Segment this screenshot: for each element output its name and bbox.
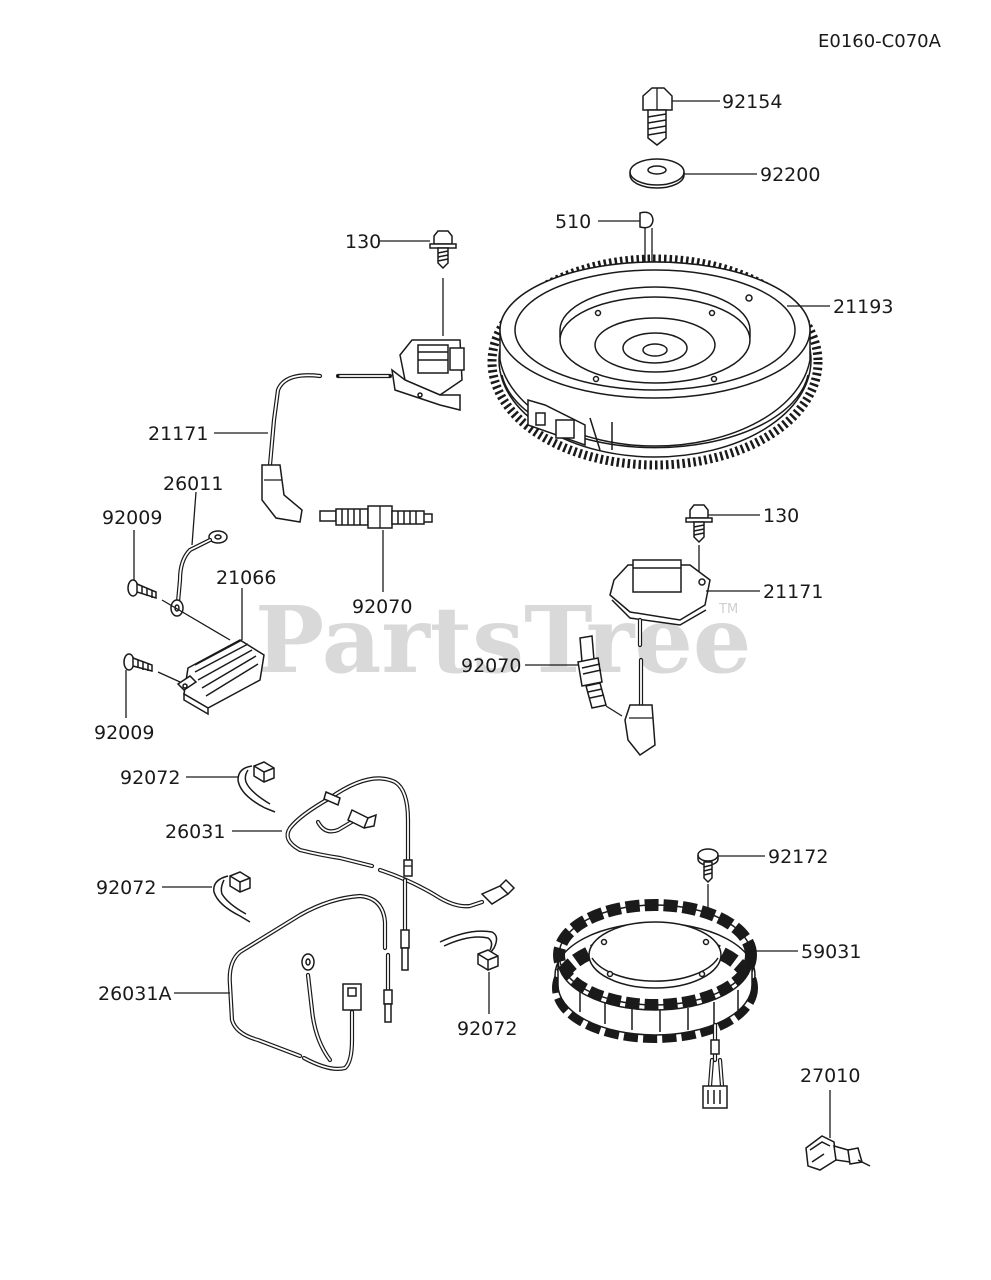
callout-26031[interactable]: 26031 xyxy=(165,821,225,843)
part-21193-flywheel[interactable] xyxy=(487,254,823,470)
part-26011-ground-lead[interactable] xyxy=(170,530,228,617)
part-92072-cable-tie-b[interactable] xyxy=(213,871,251,923)
part-92070-spark-plug-left[interactable] xyxy=(319,505,433,529)
part-59031-stator[interactable] xyxy=(552,899,758,1109)
part-21066-regulator[interactable] xyxy=(176,639,265,716)
callout-92200[interactable]: 92200 xyxy=(760,164,820,186)
part-21171-ignition-coil-right[interactable] xyxy=(609,559,711,626)
callout-21066[interactable]: 21066 xyxy=(216,567,276,589)
callout-26031A[interactable]: 26031A xyxy=(98,983,171,1005)
part-26031A-wire-harness[interactable] xyxy=(227,877,410,1071)
part-92072-cable-tie-a[interactable] xyxy=(237,761,276,813)
callout-92009-bottom[interactable]: 92009 xyxy=(94,722,154,744)
part-92200-washer[interactable] xyxy=(629,158,685,189)
part-92154-bolt[interactable] xyxy=(642,87,673,146)
part-92070-spark-plug-right[interactable] xyxy=(577,635,607,709)
part-27010-oil-pressure-switch[interactable] xyxy=(805,1135,871,1171)
part-92172-screw[interactable] xyxy=(697,848,719,884)
callout-21171-left[interactable]: 21171 xyxy=(148,423,208,445)
callout-21171-right[interactable]: 21171 xyxy=(763,581,823,603)
watermark-tm: TM xyxy=(718,602,738,617)
callout-21193[interactable]: 21193 xyxy=(833,296,893,318)
callout-510[interactable]: 510 xyxy=(555,211,591,233)
part-130-bolt-mid[interactable] xyxy=(685,504,713,544)
part-510-key[interactable] xyxy=(639,211,654,229)
callout-92072-a[interactable]: 92072 xyxy=(120,767,180,789)
callout-92072-b[interactable]: 92072 xyxy=(96,877,156,899)
callout-92072-c[interactable]: 92072 xyxy=(457,1018,517,1040)
callout-92172[interactable]: 92172 xyxy=(768,846,828,868)
part-26031-wire-harness[interactable] xyxy=(285,776,516,909)
callout-130-top[interactable]: 130 xyxy=(345,231,381,253)
callout-92009-top[interactable]: 92009 xyxy=(102,507,162,529)
callout-92070-right[interactable]: 92070 xyxy=(461,655,521,677)
diagram-code: E0160-C070A xyxy=(818,31,942,52)
callout-59031[interactable]: 59031 xyxy=(801,941,861,963)
callout-92154[interactable]: 92154 xyxy=(722,91,782,113)
part-92072-cable-tie-c[interactable] xyxy=(439,930,499,971)
part-92009-screw-bottom[interactable] xyxy=(123,653,153,672)
part-130-bolt-top[interactable] xyxy=(429,230,457,270)
callout-130-mid[interactable]: 130 xyxy=(763,505,799,527)
callout-26011[interactable]: 26011 xyxy=(163,473,223,495)
callout-92070-left[interactable]: 92070 xyxy=(352,596,412,618)
callout-27010[interactable]: 27010 xyxy=(800,1065,860,1087)
part-21171-ignition-coil-left[interactable] xyxy=(390,339,465,411)
part-92009-screw-top[interactable] xyxy=(127,579,157,600)
